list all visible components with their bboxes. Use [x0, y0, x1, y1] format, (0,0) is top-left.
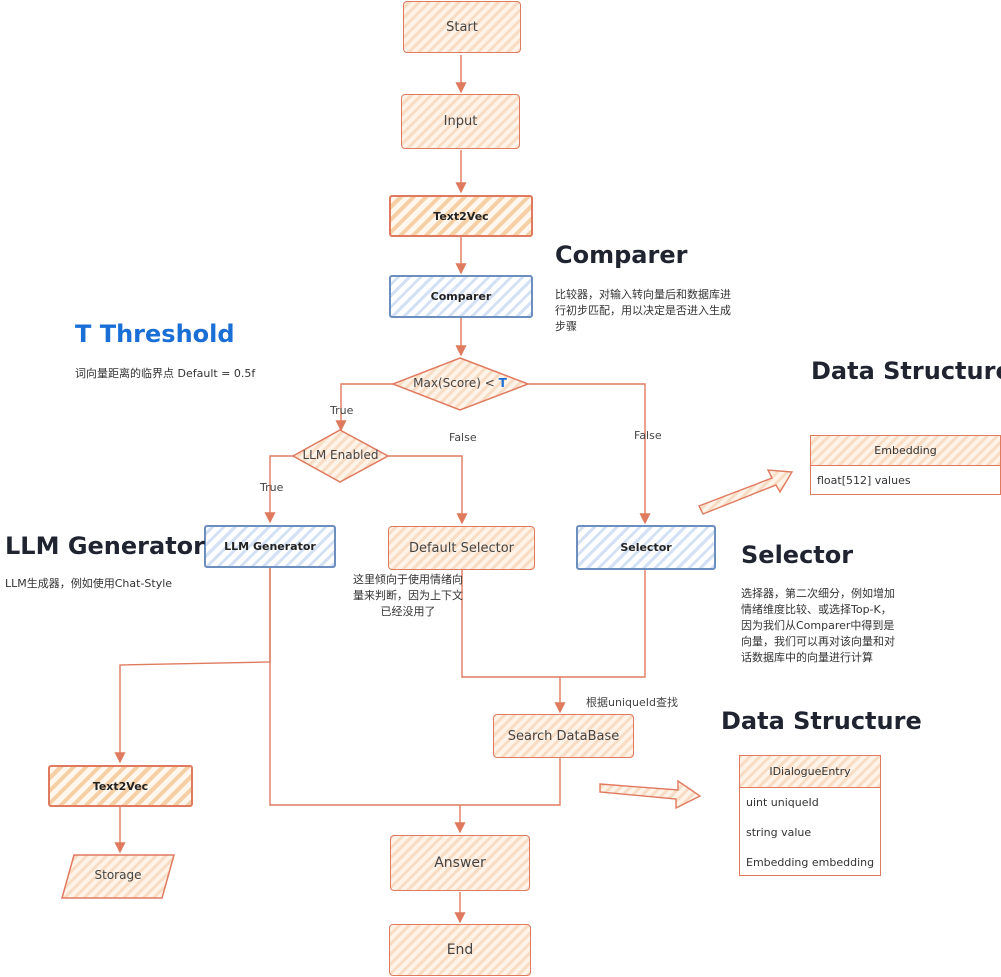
- dialogue-entry-field-value: string value: [746, 826, 812, 839]
- label-lookup-unique-id: 根据uniqueId查找: [586, 696, 678, 709]
- selector-desc: 选择器，第二次细分，例如增加情绪维度比较、或选择Top-K，因为我们从Compa…: [741, 587, 895, 664]
- llm-generator-title: LLM Generator: [5, 532, 205, 560]
- default-selector-note: 这里倾向于使用情绪向量来判断，因为上下文已经没用了: [353, 573, 463, 618]
- dialogue-entry-table: IDialogueEntry uint uniqueId string valu…: [739, 755, 881, 876]
- embedding-table: Embedding float[512] values: [810, 435, 1001, 495]
- embedding-field-values: float[512] values: [817, 474, 911, 487]
- edge-llm-answer: [269, 568, 466, 834]
- dialogue-entry-field-embedding: Embedding embedding: [746, 856, 875, 869]
- dialogue-entry-table-header: IDialogueEntry: [740, 756, 880, 788]
- edge-decision-false-selector: [528, 383, 651, 525]
- selector-title: Selector: [741, 541, 854, 569]
- edge-search-answer: [460, 758, 561, 806]
- data-structure-title-1: Data Structure: [811, 357, 1001, 385]
- edge-llm-false-default: [388, 455, 468, 525]
- arrow-to-embedding: [698, 469, 794, 515]
- threshold-variable: T: [498, 376, 507, 390]
- comparer-desc: 比较器，对输入转向量后和数据库进行初步匹配，用以决定是否进入生成步骤: [555, 288, 731, 333]
- storage-shape: [61, 854, 175, 899]
- edge-default-search: [461, 570, 560, 678]
- label-true-llm: True: [260, 481, 284, 494]
- decision-llm-node[interactable]: LLM Enabled: [302, 448, 379, 462]
- decision-threshold-shape: [390, 357, 531, 411]
- decision-threshold-node[interactable]: Max(Score) < T: [398, 376, 522, 390]
- decision-llm-shape: [291, 429, 390, 483]
- decision-threshold-text: Max(Score) <: [413, 376, 499, 390]
- threshold-desc: 词向量距离的临界点 Default = 0.5f: [75, 367, 256, 380]
- embedding-table-header: Embedding: [811, 436, 1000, 466]
- text2vec-node[interactable]: Text2Vec: [389, 195, 533, 237]
- selector-node[interactable]: Selector: [576, 525, 716, 570]
- start-node[interactable]: Start: [403, 1, 521, 53]
- answer-node[interactable]: Answer: [390, 835, 530, 891]
- text2vec-storage-node[interactable]: Text2Vec: [48, 765, 193, 807]
- label-false-selector: False: [634, 429, 662, 442]
- default-selector-node[interactable]: Default Selector: [388, 526, 535, 570]
- llm-generator-node[interactable]: LLM Generator: [204, 525, 336, 568]
- edge-llm-true: [264, 455, 293, 524]
- search-database-node[interactable]: Search DataBase: [493, 714, 634, 758]
- label-true-threshold: True: [330, 404, 354, 417]
- llm-generator-desc: LLM生成器，例如使用Chat-Style: [5, 577, 173, 590]
- edge-decision-true: [335, 383, 393, 432]
- storage-node[interactable]: Storage: [94, 868, 142, 882]
- input-node[interactable]: Input: [401, 94, 520, 149]
- dialogue-entry-field-unique-id: uint uniqueId: [746, 796, 819, 809]
- label-false-default: False: [449, 431, 477, 444]
- end-node[interactable]: End: [389, 924, 531, 976]
- edge-llm-storage: [114, 568, 271, 764]
- data-structure-title-2: Data Structure: [721, 707, 922, 735]
- threshold-title: T Threshold: [75, 320, 235, 348]
- edge-selector-search: [554, 570, 646, 714]
- arrow-to-dialogue-entry: [599, 779, 702, 810]
- comparer-node[interactable]: Comparer: [389, 275, 533, 318]
- comparer-title: Comparer: [555, 241, 688, 269]
